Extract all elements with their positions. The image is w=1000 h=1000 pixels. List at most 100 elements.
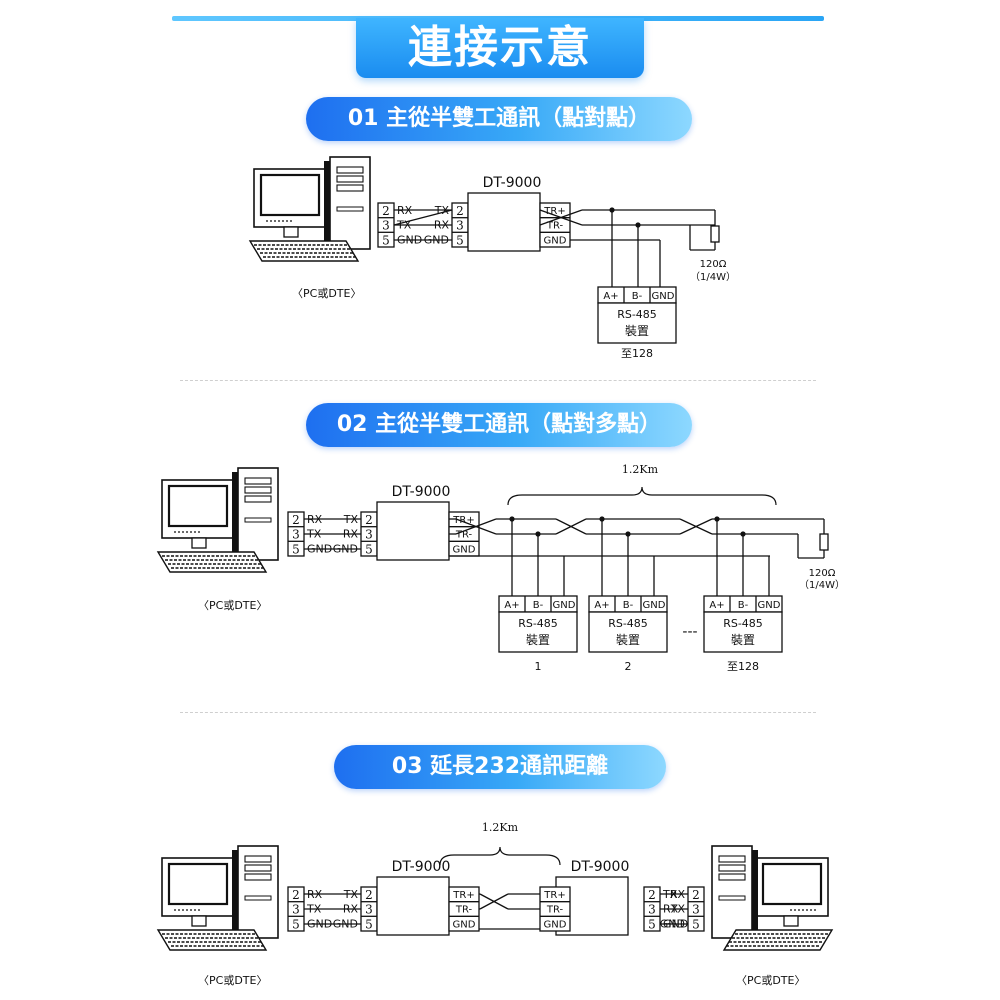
rs485-device bbox=[498, 611, 578, 653]
tr-label: TR- bbox=[546, 221, 564, 232]
twisted-pair bbox=[679, 518, 713, 535]
cross-wire bbox=[393, 209, 453, 226]
device-pin-label: GND bbox=[553, 600, 576, 611]
distance-brace bbox=[439, 846, 561, 866]
pc-label: 〈PC或DTE〉 bbox=[198, 599, 267, 612]
distance-label: 1.2Km bbox=[482, 821, 519, 834]
twisted-pair bbox=[479, 893, 509, 910]
pin-number: 5 bbox=[382, 233, 390, 247]
section-divider-1 bbox=[180, 380, 816, 381]
pc-icon bbox=[248, 156, 371, 262]
drive-bay bbox=[336, 184, 364, 192]
ellipsis: --- bbox=[682, 624, 697, 640]
device-sub: 裝置 bbox=[526, 633, 550, 647]
keyboard-icon bbox=[156, 551, 268, 573]
converter-name: DT-9000 bbox=[392, 859, 451, 875]
pin-number: 2 bbox=[692, 888, 700, 902]
tower-side bbox=[752, 850, 758, 936]
drive-slot bbox=[718, 895, 746, 901]
tower-side bbox=[324, 161, 330, 247]
device-pin-label: GND bbox=[758, 600, 781, 611]
monitor-screen bbox=[259, 173, 321, 217]
tr-label: TR- bbox=[455, 530, 473, 541]
resistor-120 bbox=[710, 225, 720, 243]
drive-bay bbox=[718, 864, 746, 872]
device-pin-label: B- bbox=[533, 600, 544, 611]
device-pin-label: GND bbox=[652, 291, 675, 302]
pin-number: 2 bbox=[292, 888, 300, 902]
pin-number: 5 bbox=[692, 917, 700, 931]
tr-label: GND bbox=[453, 919, 476, 930]
pin-number: 5 bbox=[292, 542, 300, 556]
resistor-value: 120Ω bbox=[700, 259, 727, 270]
resistor-rating: （1/4W） bbox=[799, 579, 845, 591]
converter-name: DT-9000 bbox=[571, 859, 630, 875]
drive-bay bbox=[718, 855, 746, 863]
tr-block bbox=[448, 886, 480, 932]
device-sub: 裝置 bbox=[616, 633, 640, 647]
device-pin-label: A+ bbox=[709, 600, 724, 611]
pin-number: 2 bbox=[365, 513, 373, 527]
tr-label: TR- bbox=[455, 905, 473, 916]
pin-number: 3 bbox=[456, 219, 464, 233]
tr-label: TR+ bbox=[543, 206, 565, 217]
drive-slot bbox=[244, 517, 272, 523]
converter-body bbox=[376, 876, 450, 936]
tr-label: TR+ bbox=[452, 890, 474, 901]
tr-label: TR- bbox=[546, 905, 564, 916]
distance-brace bbox=[507, 486, 777, 506]
device-pin-label: A+ bbox=[504, 600, 519, 611]
converter-body bbox=[467, 192, 541, 252]
tr-label: TR+ bbox=[452, 515, 474, 526]
rs485-device bbox=[588, 611, 668, 653]
tr-block bbox=[539, 202, 571, 248]
device-pin-label: GND bbox=[643, 600, 666, 611]
pc-icon bbox=[156, 467, 279, 573]
tower-side bbox=[232, 472, 238, 558]
drive-bay bbox=[244, 477, 272, 485]
pin-number: 2 bbox=[382, 204, 390, 218]
pc-label: 〈PC或DTE〉 bbox=[736, 974, 805, 987]
drive-bay bbox=[244, 873, 272, 881]
monitor-screen bbox=[167, 862, 229, 906]
pc-label: 〈PC或DTE〉 bbox=[198, 974, 267, 987]
pin-number: 2 bbox=[365, 888, 373, 902]
drive-bay bbox=[244, 864, 272, 872]
device-name: RS-485 bbox=[617, 308, 657, 321]
section-label-2: 02 主從半雙工通訊（點對多點） bbox=[306, 403, 692, 447]
device-pin-label: B- bbox=[632, 291, 643, 302]
converter-name: DT-9000 bbox=[392, 484, 451, 500]
device-index: 2 bbox=[625, 660, 632, 673]
drive-bay bbox=[336, 175, 364, 183]
pin-number: 5 bbox=[292, 917, 300, 931]
pin-number: 3 bbox=[648, 903, 656, 917]
pin-number: 3 bbox=[692, 903, 700, 917]
pin-number: 3 bbox=[382, 219, 390, 233]
device-pin-label: A+ bbox=[594, 600, 609, 611]
device-sub: 裝置 bbox=[731, 633, 755, 647]
pin-number: 3 bbox=[292, 903, 300, 917]
tr-label: GND bbox=[544, 235, 567, 246]
resistor-120 bbox=[819, 533, 829, 551]
twisted-pair bbox=[455, 518, 497, 535]
pin-number: 5 bbox=[365, 542, 373, 556]
drive-bay bbox=[244, 486, 272, 494]
keyboard-icon bbox=[156, 929, 268, 951]
pin-number: 3 bbox=[365, 528, 373, 542]
drive-bay bbox=[718, 873, 746, 881]
section-divider-2 bbox=[180, 712, 816, 713]
twisted-pair bbox=[539, 209, 583, 226]
drive-bay bbox=[244, 855, 272, 863]
distance-label: 1.2Km bbox=[622, 463, 659, 476]
pin-number: 5 bbox=[456, 233, 464, 247]
device-sub: 裝置 bbox=[625, 324, 649, 338]
monitor-stand bbox=[191, 915, 207, 927]
drive-slot bbox=[244, 895, 272, 901]
pin-number: 2 bbox=[292, 513, 300, 527]
converter-name: DT-9000 bbox=[483, 175, 542, 191]
monitor-screen bbox=[761, 862, 823, 906]
device-name: RS-485 bbox=[518, 617, 558, 630]
converter-body bbox=[376, 501, 450, 561]
pin-number: 3 bbox=[292, 528, 300, 542]
